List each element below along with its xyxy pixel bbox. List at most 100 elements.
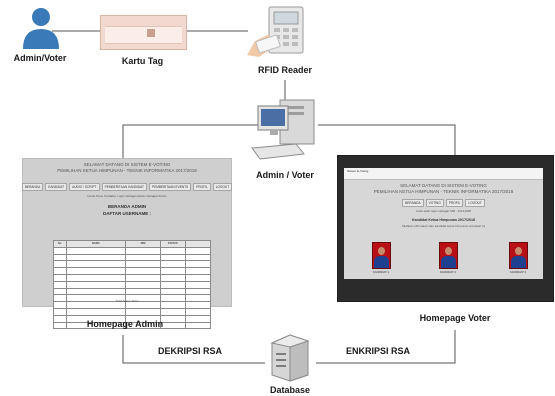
- table-cell: [53, 280, 67, 289]
- table-cell: [125, 280, 161, 289]
- table-cell: [65, 267, 127, 275]
- table-cell: [184, 321, 212, 330]
- table-cell: [53, 273, 67, 282]
- table-cell: [184, 307, 212, 316]
- candidate-photo[interactable]: [509, 242, 528, 269]
- table-cell: [125, 253, 161, 262]
- table-header: NIM: [125, 240, 161, 248]
- voter-homepage-screenshot: Sistem E-Voting SELAMAT DATANG DI SISTEM…: [337, 155, 554, 302]
- table-row: [53, 260, 212, 269]
- table-cell: [125, 307, 161, 316]
- candidate-photo[interactable]: [439, 242, 458, 269]
- table-row: [53, 280, 212, 289]
- table-header: [184, 240, 212, 248]
- table-row: [53, 287, 212, 296]
- table-cell: [159, 280, 186, 289]
- admin-nav-item[interactable]: BERANDA: [21, 183, 44, 191]
- table-row: [53, 273, 212, 282]
- voter-nav-item[interactable]: PROFIL: [445, 199, 464, 207]
- candidate-name: KANDIDAT 2: [439, 270, 457, 274]
- voter-nav: BERANDA VOTING PROFIL LOGOUT: [344, 199, 543, 207]
- tag-antenna: [105, 26, 182, 44]
- table-cell: [184, 267, 212, 275]
- table-cell: [125, 273, 161, 282]
- admin-title-1: SELAMAT DATANG DI SISTEM E-VOTING: [83, 162, 171, 167]
- table-cell: [159, 287, 186, 296]
- table-cell: [65, 321, 127, 330]
- table-header: No: [53, 240, 67, 248]
- database-label: Database: [269, 385, 311, 395]
- table-row: [53, 321, 212, 330]
- table-cell: [53, 260, 67, 269]
- admin-heading-2: DAFTAR USERNAME :: [103, 210, 151, 216]
- admin-footer: Total Token Terisi: [115, 299, 139, 303]
- admin-homepage-screenshot: SELAMAT DATANG DI SISTEM E-VOTING PEMILI…: [21, 158, 233, 330]
- candidate-name: KANDIDAT 1: [372, 270, 390, 274]
- table-row: [53, 267, 212, 275]
- table-cell: [159, 260, 186, 269]
- table-cell: [53, 307, 67, 316]
- table-cell: [65, 260, 127, 269]
- table-cell: [125, 287, 161, 296]
- voter-nav-item[interactable]: LOGOUT: [465, 199, 485, 207]
- table-cell: [65, 287, 127, 296]
- rfid-reader-icon: [247, 6, 304, 57]
- table-row: [53, 253, 212, 262]
- kartu-tag-label: Kartu Tag: [121, 56, 164, 66]
- table-cell: [53, 314, 67, 323]
- edge-computer-admin: [122, 124, 262, 158]
- table-cell: [53, 267, 67, 275]
- candidate-photo[interactable]: [372, 242, 391, 269]
- rfid-reader-label: RFID Reader: [257, 65, 312, 75]
- admin-nav-item[interactable]: AUDIO / SCRIPT: [69, 183, 100, 191]
- table-row: [53, 307, 212, 316]
- tag-chip: [147, 29, 155, 37]
- voter-title-2: PEMILIHAN KETUA HIMPUNAN - TEKNIK INFORM…: [373, 188, 514, 194]
- enkripsi-rsa-label: ENKRIPSI RSA: [345, 346, 410, 356]
- user-icon: [23, 8, 59, 49]
- table-cell: [53, 253, 67, 262]
- browser-tab[interactable]: Sistem E-Voting: [347, 169, 369, 173]
- admin-nav-item[interactable]: LOGOUT: [212, 183, 233, 191]
- table-cell: [65, 273, 127, 282]
- rfid-tag-card: [100, 15, 187, 50]
- admin-nav-item[interactable]: PROFIL: [193, 183, 211, 191]
- table-cell: [159, 273, 186, 282]
- homepage-voter-label: Homepage Voter: [419, 313, 491, 323]
- computer-label: Admin / Voter: [256, 170, 314, 180]
- table-cell: [184, 273, 212, 282]
- homepage-admin-label: Homepage Admin: [86, 319, 164, 329]
- admin-nav-item[interactable]: PEMBERITAAN EVENTS: [148, 183, 192, 191]
- voter-title-1: SELAMAT DATANG DI SISTEM E-VOTING: [400, 183, 487, 188]
- voter-nav-item[interactable]: VOTING: [425, 199, 444, 207]
- edge-computer-voter: [318, 124, 456, 155]
- table-cell: [53, 321, 67, 330]
- table-cell: [125, 246, 161, 255]
- voter-note: Anda telah login sebagai NIM : 12131008: [415, 209, 472, 213]
- table-cell: [125, 267, 161, 275]
- dekripsi-rsa-label: DEKRIPSI RSA: [157, 346, 222, 356]
- table-row: [53, 246, 212, 255]
- admin-user-table: No NAMA NIM STATUS: [53, 240, 212, 330]
- admin-voter-top-label: Admin/Voter: [13, 53, 67, 63]
- admin-nav-item[interactable]: KANDIDAT: [45, 183, 68, 191]
- table-cell: [184, 314, 212, 323]
- voter-nav-item[interactable]: BERANDA: [402, 199, 424, 207]
- browser-toolbar: Sistem E-Voting: [344, 168, 543, 180]
- table-cell: [65, 246, 127, 255]
- admin-heading-1: BERANDA ADMIN: [107, 203, 147, 209]
- table-cell: [159, 267, 186, 275]
- table-cell: [184, 253, 212, 262]
- candidate-name: KANDIDAT 3: [509, 270, 527, 274]
- table-header-row: No NAMA NIM STATUS: [53, 240, 212, 248]
- table-cell: [53, 287, 67, 296]
- voter-subheading: Silahkan pilih salah satu kandidat ketua…: [401, 223, 486, 228]
- table-cell: [125, 260, 161, 269]
- admin-nav-item[interactable]: PEMBERITAAN KANDIDAT: [101, 183, 147, 191]
- table-cell: [65, 307, 127, 316]
- admin-note: Untuk Tamu Terdaftar. Login Sebagai Admi…: [87, 194, 167, 198]
- computer-icon: [251, 99, 315, 160]
- table-cell: [53, 246, 67, 255]
- edge-voter-database: [316, 330, 456, 364]
